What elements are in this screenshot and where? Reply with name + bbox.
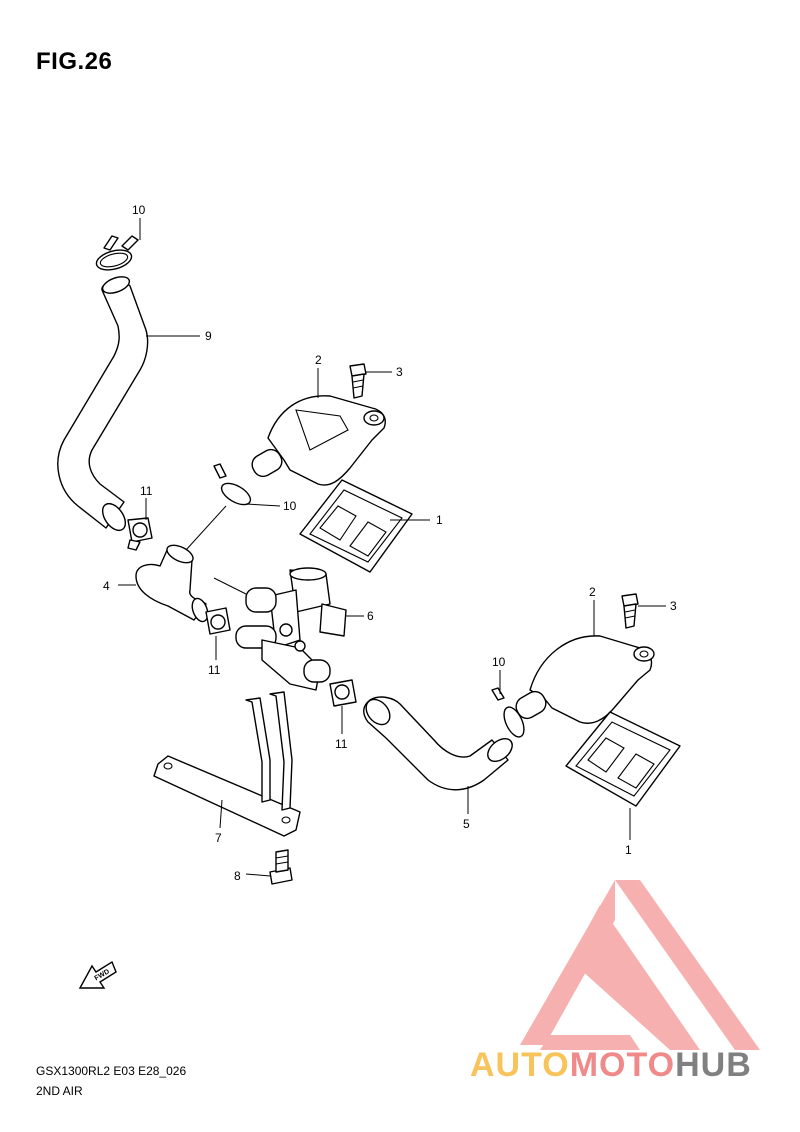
- callout-9: 9: [205, 329, 212, 343]
- fwd-arrow-icon: FWD: [78, 960, 117, 989]
- callout-leaders: [118, 218, 666, 877]
- watermark-brand: AUTOMOTOHUB: [470, 1046, 752, 1085]
- reed-valve-lower: [565, 711, 681, 807]
- hose-clamp-top: [95, 235, 139, 271]
- hose-clamp-lower: [491, 687, 525, 738]
- bolt-upper: [349, 363, 367, 399]
- hose-clip-left: [127, 517, 153, 551]
- callout-labels: 10 9 2 3 10 11 1 4 6 11 2 3 10 11 5 1 7 …: [103, 203, 677, 883]
- watermark-part-moto: MOTO: [569, 1046, 676, 1084]
- pair-control-valve: [235, 567, 347, 691]
- callout-3-lower: 3: [670, 599, 677, 613]
- callout-2-upper: 2: [315, 353, 322, 367]
- callout-3-upper: 3: [396, 365, 403, 379]
- callout-4: 4: [103, 579, 110, 593]
- callout-8: 8: [234, 869, 241, 883]
- callout-10-top: 10: [132, 203, 146, 217]
- callout-11-middle: 11: [208, 663, 221, 677]
- model-code: GSX1300RL2 E03 E28_026: [36, 1064, 187, 1078]
- triangle-m-logo-icon: [520, 880, 760, 1050]
- assembly-guide-lines: [185, 505, 247, 595]
- hose-clip-right: [329, 679, 357, 707]
- mounting-bracket: [153, 691, 301, 837]
- hose-clamp-middle: [213, 463, 252, 506]
- callout-1-lower: 1: [625, 843, 632, 857]
- reed-valve-cover-upper: [251, 395, 386, 486]
- bolt-lower: [621, 593, 639, 629]
- callout-2-lower: 2: [589, 585, 596, 599]
- diagram-subtitle: 2ND AIR: [36, 1084, 83, 1098]
- callout-11-left: 11: [140, 484, 153, 498]
- watermark-part-auto: AUTO: [470, 1046, 570, 1084]
- callout-1-upper: 1: [436, 513, 443, 527]
- callout-10-lower: 10: [492, 655, 506, 669]
- hose-clip-middle: [205, 607, 231, 635]
- reed-valve-upper: [299, 479, 413, 573]
- figure-title: FIG.26: [36, 48, 113, 75]
- bracket-bolt: [269, 849, 293, 885]
- callout-11-right: 11: [335, 737, 348, 751]
- callout-10-middle: 10: [283, 499, 297, 513]
- callout-6: 6: [367, 609, 374, 623]
- elbow-hose: [135, 544, 209, 623]
- watermark-part-hub: HUB: [675, 1046, 752, 1084]
- callout-5: 5: [463, 817, 470, 831]
- air-hose-long: [57, 276, 149, 532]
- air-hose-lower: [363, 696, 513, 791]
- reed-valve-cover-lower: [515, 635, 655, 724]
- callout-7: 7: [215, 831, 222, 845]
